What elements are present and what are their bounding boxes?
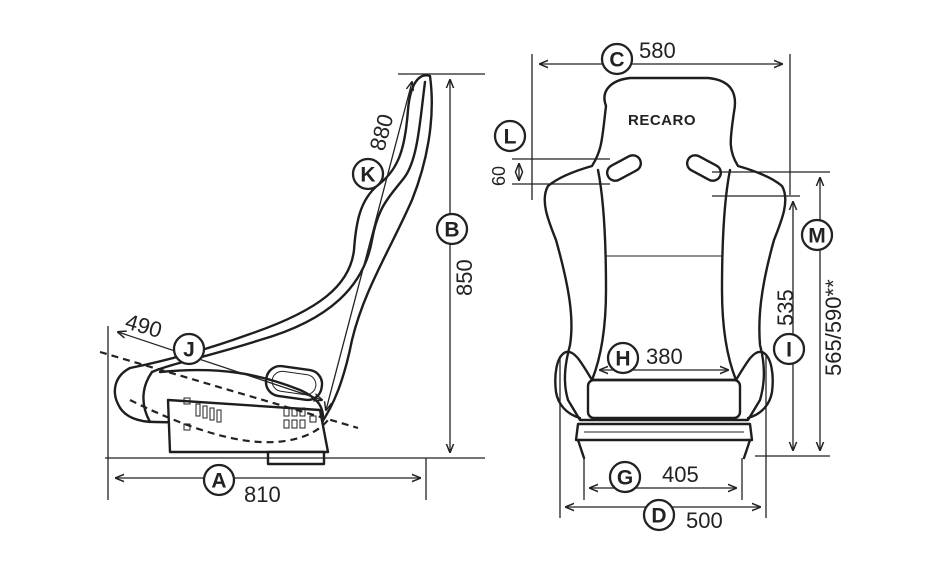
dim-C-letter: C bbox=[609, 49, 624, 72]
dim-A-value: 810 bbox=[244, 482, 281, 507]
side-dimension-lines bbox=[105, 73, 485, 500]
dim-L-value: 60 bbox=[489, 166, 509, 186]
dim-G-letter: G bbox=[617, 467, 633, 490]
dim-C-value: 580 bbox=[639, 38, 676, 63]
dim-L-letter: L bbox=[504, 126, 517, 149]
dim-I-label: I 535 bbox=[772, 289, 806, 366]
dim-G-label: G 405 bbox=[608, 460, 699, 494]
dim-H-label: H 380 bbox=[606, 341, 683, 375]
dim-D-letter: D bbox=[651, 505, 666, 528]
dim-B-letter: B bbox=[444, 219, 459, 242]
dim-J-label: J 490 bbox=[123, 309, 206, 366]
recaro-logo: RECARO bbox=[628, 112, 696, 129]
dim-I-letter: I bbox=[786, 339, 792, 362]
dim-C-label: C 580 bbox=[600, 38, 676, 76]
dim-I-value: 535 bbox=[773, 289, 798, 326]
dim-K-value: 880 bbox=[365, 111, 399, 153]
dim-H-letter: H bbox=[615, 348, 630, 371]
dim-M-label: M 565/590** bbox=[800, 218, 846, 376]
dim-J-value: 490 bbox=[123, 309, 165, 343]
dim-K-letter: K bbox=[360, 164, 375, 187]
front-view-seat bbox=[543, 76, 787, 460]
dim-M-letter: M bbox=[808, 225, 826, 248]
dim-B-value: 850 bbox=[452, 259, 477, 296]
dim-D-label: D 500 bbox=[642, 498, 723, 533]
dim-J-letter: J bbox=[183, 339, 195, 362]
dim-M-value: 565/590** bbox=[821, 279, 846, 376]
dim-B-label: B 850 bbox=[435, 212, 477, 296]
dim-A-letter: A bbox=[211, 470, 226, 493]
dim-K-label: K 880 bbox=[351, 111, 399, 191]
dim-G-value: 405 bbox=[662, 462, 699, 487]
dim-A-label: A 810 bbox=[202, 463, 281, 507]
dim-L-label: L 60 bbox=[489, 119, 527, 186]
front-dimension-lines bbox=[512, 54, 830, 518]
dim-H-value: 380 bbox=[646, 344, 683, 369]
dim-D-value: 500 bbox=[686, 508, 723, 533]
